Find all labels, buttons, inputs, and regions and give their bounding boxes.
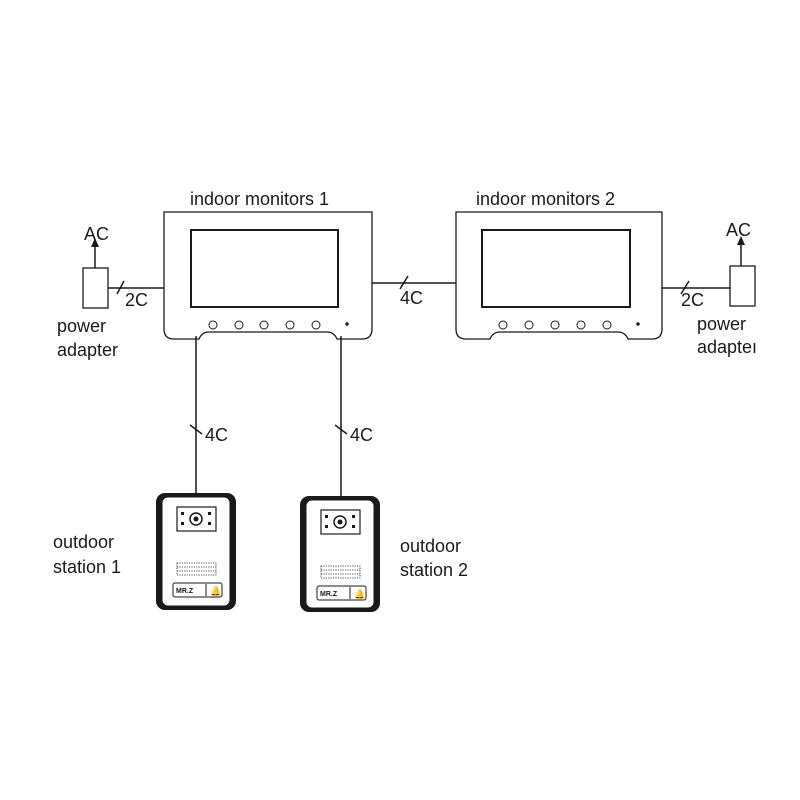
wire-tick xyxy=(680,280,690,295)
outdoor-station-2: MR.Z 🔔 outdoor station 2 xyxy=(300,496,468,612)
adapter-left-ac-label: AC xyxy=(84,224,109,244)
monitor-1-button xyxy=(259,320,269,330)
station-2-nameplate: MR.Z xyxy=(320,591,338,598)
adapter-right-box xyxy=(729,265,756,307)
wire-monitor-link-label: 4C xyxy=(400,288,423,308)
monitor-1-screen xyxy=(190,229,339,308)
ir-led xyxy=(325,525,328,528)
monitor-1-button xyxy=(234,320,244,330)
monitor-2-button xyxy=(576,320,586,330)
wires xyxy=(108,275,730,497)
monitor-2-button xyxy=(524,320,534,330)
ir-led xyxy=(181,522,184,525)
adapter-left-label-line2: adapter xyxy=(57,340,118,360)
wire-station-2-label: 4C xyxy=(350,425,373,445)
monitor-1-label: indoor monitors 1 xyxy=(190,189,329,209)
ir-led xyxy=(208,522,211,525)
station-2-label-line1: outdoor xyxy=(400,536,461,556)
monitor-1-indicator xyxy=(345,322,349,326)
monitor-2-label: indoor monitors 2 xyxy=(476,189,615,209)
wire-left-power-label: 2C xyxy=(125,290,148,310)
station-2-label-line2: station 2 xyxy=(400,560,468,580)
indoor-monitor-2: indoor monitors 2 xyxy=(455,189,663,340)
power-adapter-left: AC power adapter xyxy=(57,224,118,360)
monitor-1-buttons xyxy=(208,320,349,330)
ir-led xyxy=(325,515,328,518)
adapter-right-ac-label: AC xyxy=(726,220,751,240)
station-1-label-line1: outdoor xyxy=(53,532,114,552)
monitor-2-indicator xyxy=(636,322,640,326)
outdoor-station-1: MR.Z 🔔 outdoor station 1 xyxy=(53,493,236,610)
indoor-monitor-1: indoor monitors 1 xyxy=(163,189,373,340)
adapter-left-label-line1: power xyxy=(57,316,106,336)
station-1-label-line2: station 1 xyxy=(53,557,121,577)
adapter-right-label-line1: power xyxy=(697,314,746,334)
arrowhead-icon xyxy=(91,238,99,247)
monitor-2-button xyxy=(602,320,612,330)
monitor-1-button xyxy=(311,320,321,330)
monitor-1-button xyxy=(285,320,295,330)
monitor-2-buttons xyxy=(498,320,640,330)
wire-tick xyxy=(399,275,409,290)
ir-led xyxy=(352,515,355,518)
wire-tick xyxy=(334,424,348,435)
ir-led xyxy=(352,525,355,528)
power-adapter-right: AC power adapteı xyxy=(697,220,757,357)
ir-led xyxy=(181,512,184,515)
station-1-nameplate: MR.Z xyxy=(176,588,194,595)
adapter-right-label-line2: adapteı xyxy=(697,337,757,357)
monitor-1-button xyxy=(208,320,218,330)
monitor-2-button xyxy=(498,320,508,330)
arrowhead-icon xyxy=(737,236,745,245)
bell-icon: 🔔 xyxy=(210,586,221,596)
monitor-2-button xyxy=(550,320,560,330)
adapter-left-box xyxy=(82,267,109,309)
wire-tick xyxy=(189,424,203,435)
bell-icon: 🔔 xyxy=(354,589,365,599)
wire-station-1-label: 4C xyxy=(205,425,228,445)
ir-led xyxy=(208,512,211,515)
camera-lens xyxy=(337,519,343,525)
wire-tick xyxy=(116,280,125,295)
station-1-call-panel xyxy=(172,582,223,598)
speaker-grille xyxy=(320,565,361,579)
camera-lens xyxy=(193,516,199,522)
wire-right-power-label: 2C xyxy=(681,290,704,310)
station-2-call-panel xyxy=(316,585,367,601)
monitor-2-screen xyxy=(481,229,631,308)
speaker-grille xyxy=(176,562,217,576)
